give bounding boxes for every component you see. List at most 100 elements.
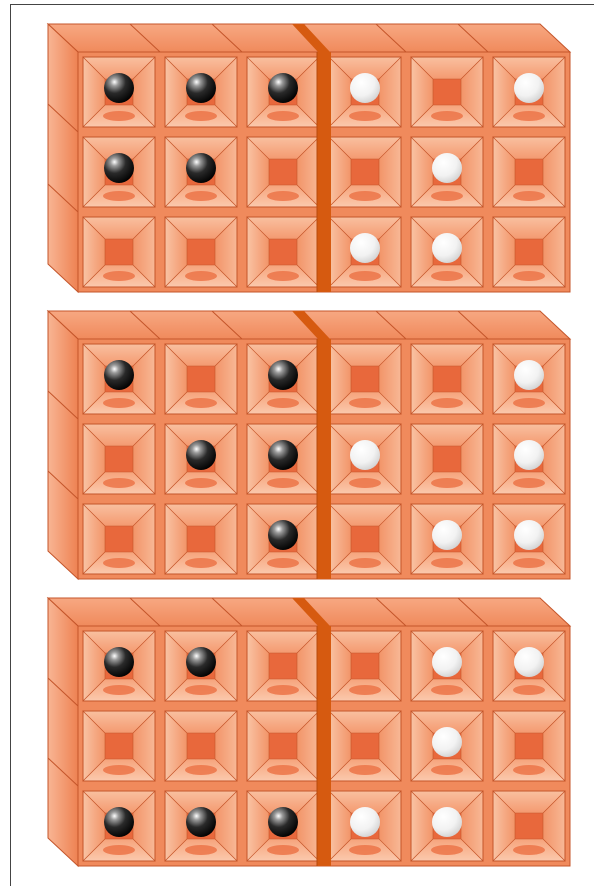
cell-r1-c1 [83,631,155,701]
cell-floor-spot [349,271,381,281]
cell-floor-spot [431,271,463,281]
cell-floor-spot [513,478,545,488]
cell-floor-spot [185,111,217,121]
cell-floor-spot [513,398,545,408]
cell-r2-c2 [165,424,237,494]
cell-r1-c1 [83,344,155,414]
cell-back-wall [515,159,543,185]
cell-floor-spot [267,111,299,121]
cell-floor-spot [431,845,463,855]
cell-back-wall [105,239,133,265]
cell-floor-spot [267,398,299,408]
black-sphere-icon [268,520,298,550]
cell-floor-spot [267,478,299,488]
white-sphere-icon [514,73,544,103]
cell-floor-spot [513,271,545,281]
cell-r2-c3 [247,424,319,494]
cell-floor-spot [513,111,545,121]
cell-floor-spot [431,398,463,408]
cell-r2-c2 [165,711,237,781]
cell-r3-c4 [329,504,401,574]
cell-r2-c3 [247,137,319,207]
cell-floor-spot [431,111,463,121]
white-sphere-icon [432,807,462,837]
cell-floor-spot [431,558,463,568]
cell-back-wall [433,79,461,105]
white-sphere-icon [432,647,462,677]
cell-back-wall [515,813,543,839]
white-sphere-icon [350,233,380,263]
white-sphere-icon [514,520,544,550]
black-sphere-icon [104,647,134,677]
white-sphere-icon [514,360,544,390]
cell-r2-c3 [247,711,319,781]
cell-r1-c5 [411,344,483,414]
cell-floor-spot [185,478,217,488]
cell-floor-spot [185,558,217,568]
cell-back-wall [105,526,133,552]
cell-floor-spot [431,765,463,775]
cell-r1-c2 [165,631,237,701]
cell-floor-spot [513,558,545,568]
panel-1 [48,24,570,292]
cell-floor-spot [103,478,135,488]
cell-r1-c6 [493,57,565,127]
cell-floor-spot [103,111,135,121]
cell-r1-c6 [493,344,565,414]
cell-floor-spot [267,685,299,695]
cell-r1-c3 [247,57,319,127]
cell-back-wall [351,366,379,392]
cell-floor-spot [431,191,463,201]
cell-floor-spot [513,191,545,201]
cell-r1-c4 [329,631,401,701]
black-sphere-icon [186,153,216,183]
cell-floor-spot [349,478,381,488]
cell-r2-c4 [329,137,401,207]
cell-floor-spot [103,271,135,281]
cell-r3-c3 [247,791,319,861]
cell-r3-c4 [329,791,401,861]
cell-r1-c4 [329,344,401,414]
brick-left-face [48,24,78,292]
cell-r2-c4 [329,711,401,781]
cell-r1-c3 [247,344,319,414]
cell-r3-c5 [411,791,483,861]
black-sphere-icon [186,440,216,470]
cell-r2-c5 [411,711,483,781]
cell-floor-spot [431,685,463,695]
cell-floor-spot [185,271,217,281]
cell-floor-spot [103,845,135,855]
cell-floor-spot [185,765,217,775]
black-sphere-icon [268,73,298,103]
cell-floor-spot [349,765,381,775]
black-sphere-icon [104,360,134,390]
cell-floor-spot [267,271,299,281]
cell-back-wall [269,159,297,185]
cell-back-wall [351,733,379,759]
cell-floor-spot [267,191,299,201]
black-sphere-icon [268,807,298,837]
white-sphere-icon [350,440,380,470]
cell-back-wall [105,446,133,472]
white-sphere-icon [350,807,380,837]
cell-r3-c2 [165,791,237,861]
cell-r2-c6 [493,711,565,781]
white-sphere-icon [432,727,462,757]
cell-r3-c3 [247,217,319,287]
black-sphere-icon [186,807,216,837]
cell-r1-c5 [411,631,483,701]
cell-floor-spot [185,398,217,408]
cell-floor-spot [513,685,545,695]
black-sphere-icon [186,73,216,103]
cell-r2-c1 [83,711,155,781]
cell-floor-spot [513,845,545,855]
cell-r2-c2 [165,137,237,207]
white-sphere-icon [514,647,544,677]
cell-r3-c1 [83,217,155,287]
cell-r2-c6 [493,137,565,207]
panel-3 [48,598,570,866]
cell-r3-c1 [83,504,155,574]
cell-floor-spot [349,558,381,568]
cell-floor-spot [349,111,381,121]
